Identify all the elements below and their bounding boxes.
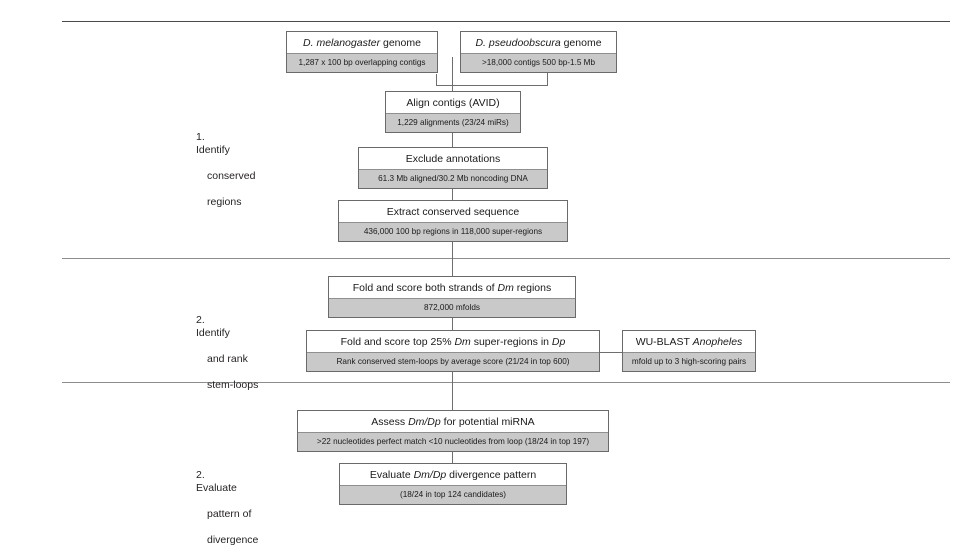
node-assess-mirna-title: Assess Dm/Dp for potential miRNA [298,411,608,432]
node-evaluate-divergence[interactable]: Evaluate Dm/Dp divergence pattern (18/24… [339,463,567,505]
node-wu-blast-title-pre: WU-BLAST [635,336,693,348]
node-dm-genome-title: D. melanogaster genome [287,32,437,53]
step-label-2: 2. Identify and rank stem-loops [196,288,258,405]
node-fold-both-strands-subtitle: 872,000 mfolds [329,298,575,317]
node-align-contigs[interactable]: Align contigs (AVID) 1,229 alignments (2… [385,91,521,133]
node-fold-top25[interactable]: Fold and score top 25% Dm super-regions … [306,330,600,372]
step-2-line1: Identify [196,327,230,339]
node-assess-mirna-title-dmdp: Dm/Dp [408,416,441,428]
connector-exclude-to-extract [452,187,453,202]
node-exclude-annotations-subtitle: 61.3 Mb aligned/30.2 Mb noncoding DNA [359,169,547,188]
step-label-1: 1. Identify conserved regions [196,105,255,222]
node-fold-top25-title: Fold and score top 25% Dm super-regions … [307,331,599,352]
node-exclude-annotations[interactable]: Exclude annotations 61.3 Mb aligned/30.2… [358,147,548,189]
node-align-contigs-subtitle: 1,229 alignments (23/24 miRs) [386,113,520,132]
node-fold-top25-title-dp: Dp [551,336,566,348]
connector-top25-to-wublast [600,352,622,353]
node-extract-conserved-subtitle: 436,000 100 bp regions in 118,000 super-… [339,222,567,241]
node-fold-both-strands-title: Fold and score both strands of Dm region… [329,277,575,298]
section-divider-2 [62,382,950,383]
connector-top25-to-assess [452,368,453,410]
node-assess-mirna-title-pre: Assess [371,416,409,428]
node-evaluate-divergence-subtitle: (18/24 in top 124 candidates) [340,485,566,504]
flowchart-canvas: 1. Identify conserved regions 2. Identif… [62,21,950,546]
node-wu-blast-title-anopheles: Anopheles [692,336,743,348]
node-wu-blast-subtitle: mfold up to 3 high-scoring pairs [623,352,755,371]
node-assess-mirna-subtitle: >22 nucleotides perfect match <10 nucleo… [298,432,608,451]
step-3-number: 2. [196,469,205,481]
node-dp-genome-subtitle: >18,000 contigs 500 bp-1.5 Mb [461,53,616,72]
connector-genomes-join [436,85,548,86]
connector-assess-to-evaluate [452,450,453,464]
step-3-line3: divergence [207,534,259,546]
node-dm-genome-title-species: D. melanogaster [303,37,381,49]
node-wu-blast[interactable]: WU-BLAST Anopheles mfold up to 3 high-sc… [622,330,756,372]
node-assess-mirna[interactable]: Assess Dm/Dp for potential miRNA >22 nuc… [297,410,609,452]
connector-extract-to-fold [452,240,453,278]
node-fold-both-strands[interactable]: Fold and score both strands of Dm region… [328,276,576,318]
connector-align-to-exclude [452,131,453,149]
step-3-line2: pattern of [207,508,252,520]
section-divider-1 [62,258,950,259]
node-evaluate-divergence-title-post: divergence pattern [446,469,537,481]
node-fold-top25-title-pre: Fold and score top 25% [340,336,455,348]
node-extract-conserved-title: Extract conserved sequence [339,201,567,222]
step-2-line3: stem-loops [207,379,259,391]
connector-fold-to-top25 [452,313,453,330]
node-fold-both-strands-title-dm: Dm [497,282,514,294]
node-evaluate-divergence-title-pre: Evaluate [369,469,414,481]
node-dm-genome-title-rest: genome [380,37,421,49]
node-evaluate-divergence-title-dmdp: Dm/Dp [413,469,447,481]
connector-to-align [452,85,453,92]
node-fold-both-strands-title-post: regions [513,282,552,294]
node-dm-genome-subtitle: 1,287 x 100 bp overlapping contigs [287,53,437,72]
step-3-line1: Evaluate [196,482,237,494]
node-dm-genome[interactable]: D. melanogaster genome 1,287 x 100 bp ov… [286,31,438,73]
connector-dm-stub [452,57,453,86]
node-dp-genome-title: D. pseudoobscura genome [461,32,616,53]
step-2-number: 2. [196,314,205,326]
node-fold-both-strands-title-pre: Fold and score both strands of [352,282,498,294]
step-2-line2: and rank [207,353,248,365]
connector-dm-down [436,74,437,86]
node-assess-mirna-title-post: for potential miRNA [440,416,535,428]
step-1-line2: conserved [207,170,256,182]
step-label-3: 2. Evaluate pattern of divergence [196,443,258,560]
node-dp-genome[interactable]: D. pseudoobscura genome >18,000 contigs … [460,31,617,73]
node-dp-genome-title-species: D. pseudoobscura [475,37,561,49]
node-fold-top25-title-dm: Dm [454,336,471,348]
step-1-line1: Identify [196,144,230,156]
step-1-number: 1. [196,131,205,143]
step-1-line3: regions [207,196,242,208]
node-extract-conserved[interactable]: Extract conserved sequence 436,000 100 b… [338,200,568,242]
section-divider-top [62,21,950,22]
node-fold-top25-title-mid: super-regions in [470,336,552,348]
node-align-contigs-title: Align contigs (AVID) [386,92,520,113]
node-fold-top25-subtitle: Rank conserved stem-loops by average sco… [307,352,599,371]
node-dp-genome-title-rest: genome [560,37,602,49]
node-exclude-annotations-title: Exclude annotations [359,148,547,169]
node-evaluate-divergence-title: Evaluate Dm/Dp divergence pattern [340,464,566,485]
node-wu-blast-title: WU-BLAST Anopheles [623,331,755,352]
